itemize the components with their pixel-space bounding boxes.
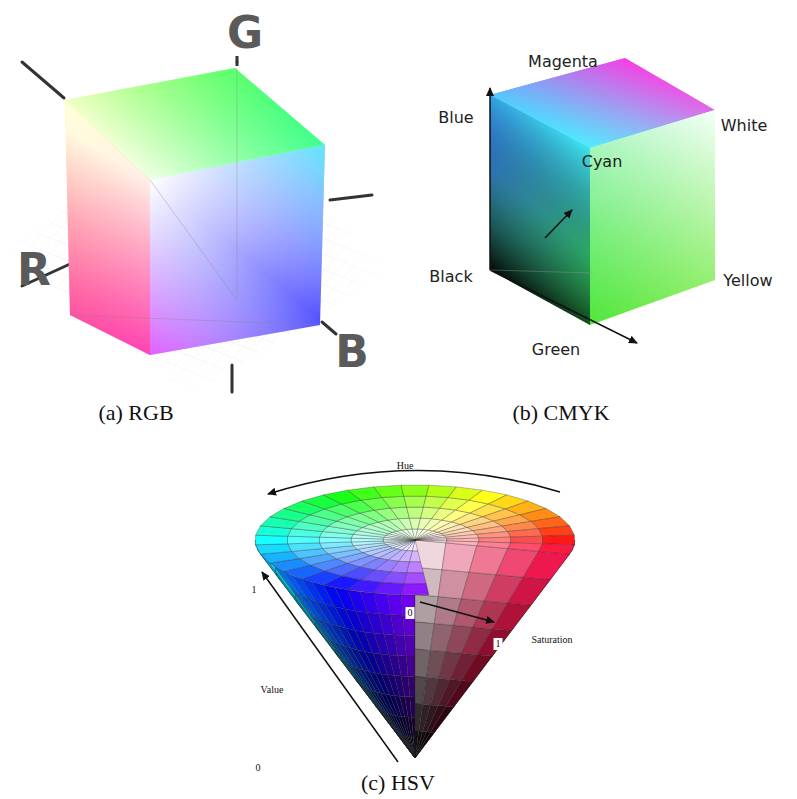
rgb-cube — [0, 56, 395, 405]
cone-facet — [415, 535, 446, 540]
cone-facet — [415, 732, 434, 758]
corner-label: Black — [429, 269, 472, 285]
corner-label: Yellow — [723, 273, 772, 289]
corner-label: Magenta — [528, 54, 598, 70]
axis-letter: R — [17, 248, 51, 292]
cone-facet — [383, 540, 415, 543]
cone-facet — [446, 541, 479, 546]
corner-label: White — [721, 118, 768, 134]
cone-facet — [256, 535, 288, 545]
cone-facet — [395, 731, 415, 758]
cone-facet — [401, 584, 429, 595]
cone-facet — [415, 731, 435, 758]
cone-facet — [404, 496, 426, 507]
cone-facet — [328, 639, 349, 665]
cone-facet — [446, 681, 473, 708]
cone-facet — [288, 536, 320, 544]
cone-facet — [288, 543, 323, 552]
cone-facet — [508, 543, 543, 552]
cone-facet — [415, 540, 447, 543]
cone-facet — [311, 615, 333, 641]
cone-facet — [477, 542, 511, 549]
hsv-cone — [255, 485, 575, 758]
cone-facet — [508, 529, 543, 538]
cone-facet — [415, 731, 435, 758]
axis-label: Hue — [397, 461, 414, 471]
cone-facet — [355, 676, 375, 704]
cone-facet — [390, 507, 409, 519]
cone-facet — [477, 629, 512, 656]
cone-facet — [295, 595, 315, 625]
cone-facet — [374, 485, 404, 497]
cone-facet — [397, 530, 415, 540]
subfigure-caption: (b) CMYK — [512, 402, 609, 424]
cone-facet — [395, 731, 415, 758]
axis-label: Saturation — [531, 635, 572, 645]
cone-facet — [543, 535, 575, 545]
cone-facet — [511, 536, 543, 544]
cone-facet — [508, 577, 551, 605]
hsv-arrows — [262, 470, 560, 762]
cone-facet — [539, 544, 575, 554]
axis-letter: B — [335, 330, 369, 374]
cone-facet — [415, 537, 447, 540]
cone-facet — [384, 540, 415, 545]
cone-facet — [404, 573, 426, 584]
cone-facet — [461, 655, 492, 682]
cone-facet — [315, 622, 335, 652]
cone-facet — [523, 551, 569, 579]
subfigure-caption: (c) HSV — [361, 772, 435, 794]
axis-label: Value — [261, 685, 284, 695]
cone-facet — [294, 591, 317, 618]
cone-facet — [375, 704, 395, 732]
corner-label: Cyan — [582, 154, 623, 170]
corner-label: Blue — [438, 110, 473, 126]
axis-letter: G — [227, 11, 263, 55]
cone-facet — [492, 603, 531, 631]
cone-facet — [539, 526, 575, 536]
cone-facet — [335, 649, 355, 678]
cmyk-cube — [490, 58, 715, 343]
corner-label: Green — [532, 342, 580, 358]
axis-tick: 1 — [494, 638, 503, 650]
axis-tick: 0 — [256, 763, 261, 773]
axis-tick: 1 — [252, 585, 257, 595]
cone-facet — [431, 706, 454, 732]
cone-facet — [350, 665, 370, 690]
cone-facet — [401, 485, 429, 496]
cone-facet — [256, 544, 292, 554]
subfigure-caption: (a) RGB — [98, 402, 173, 424]
cone-facet — [382, 496, 407, 508]
axis-tick: 0 — [406, 607, 415, 619]
